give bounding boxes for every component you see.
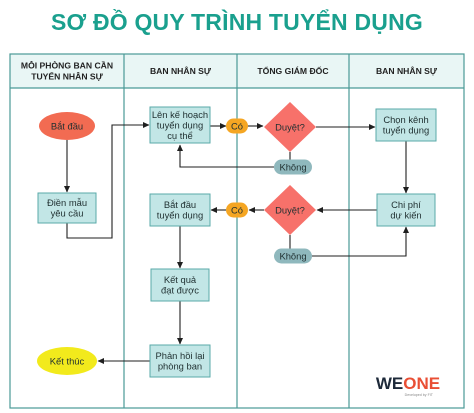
edge-form-to-plan — [66, 122, 150, 239]
yes-1-label: Có — [231, 120, 243, 131]
end-label: Kết thúc — [50, 355, 85, 366]
diagram-title: SƠ ĐỒ QUY TRÌNH TUYỂN DỤNG — [51, 9, 423, 35]
start-label: Bắt đầu — [51, 120, 83, 131]
begin-hiring-box — [149, 193, 211, 227]
edge-no-to-plan — [177, 144, 274, 168]
approve-1-diamond — [264, 102, 316, 152]
node-end: Kết thúc — [37, 347, 97, 375]
start-ellipse — [39, 112, 95, 140]
node-no-2: Không — [274, 248, 312, 264]
node-start: Bắt đầu — [39, 112, 95, 140]
results-box — [150, 268, 210, 302]
no-1-pill — [274, 159, 312, 175]
edge-no-to-cost — [312, 226, 409, 257]
logo-wordmark: WEONE — [376, 374, 440, 393]
node-approve-1: Duyệt? — [264, 102, 316, 152]
node-approve-2: Duyệt? — [264, 185, 316, 235]
node-yes-2: Có — [226, 202, 248, 218]
lane-2-header: BAN NHÂN SỰ — [150, 65, 212, 76]
approve-2-label: Duyệt? — [275, 204, 305, 215]
yes-1-pill — [226, 118, 248, 134]
lane-4-header: BAN NHÂN SỰ — [376, 65, 438, 76]
lane-3-header: TỔNG GIÁM ĐỐC — [257, 65, 328, 76]
yes-2-pill — [226, 202, 248, 218]
channel-box — [375, 108, 437, 142]
node-yes-1: Có — [226, 118, 248, 134]
no-1-label: Không — [279, 161, 306, 172]
yes-2-label: Có — [231, 204, 243, 215]
approve-2-diamond — [264, 185, 316, 235]
logo-tagline: Developed by FIT — [405, 393, 434, 397]
end-ellipse — [37, 347, 97, 375]
approve-1-label: Duyệt? — [275, 121, 305, 132]
cost-box — [376, 193, 436, 227]
plan-box — [149, 106, 211, 144]
no-2-pill — [274, 248, 312, 264]
request-form-box — [37, 192, 97, 224]
feedback-box — [149, 344, 211, 378]
no-2-label: Không — [279, 250, 306, 261]
node-no-1: Không — [274, 159, 312, 175]
